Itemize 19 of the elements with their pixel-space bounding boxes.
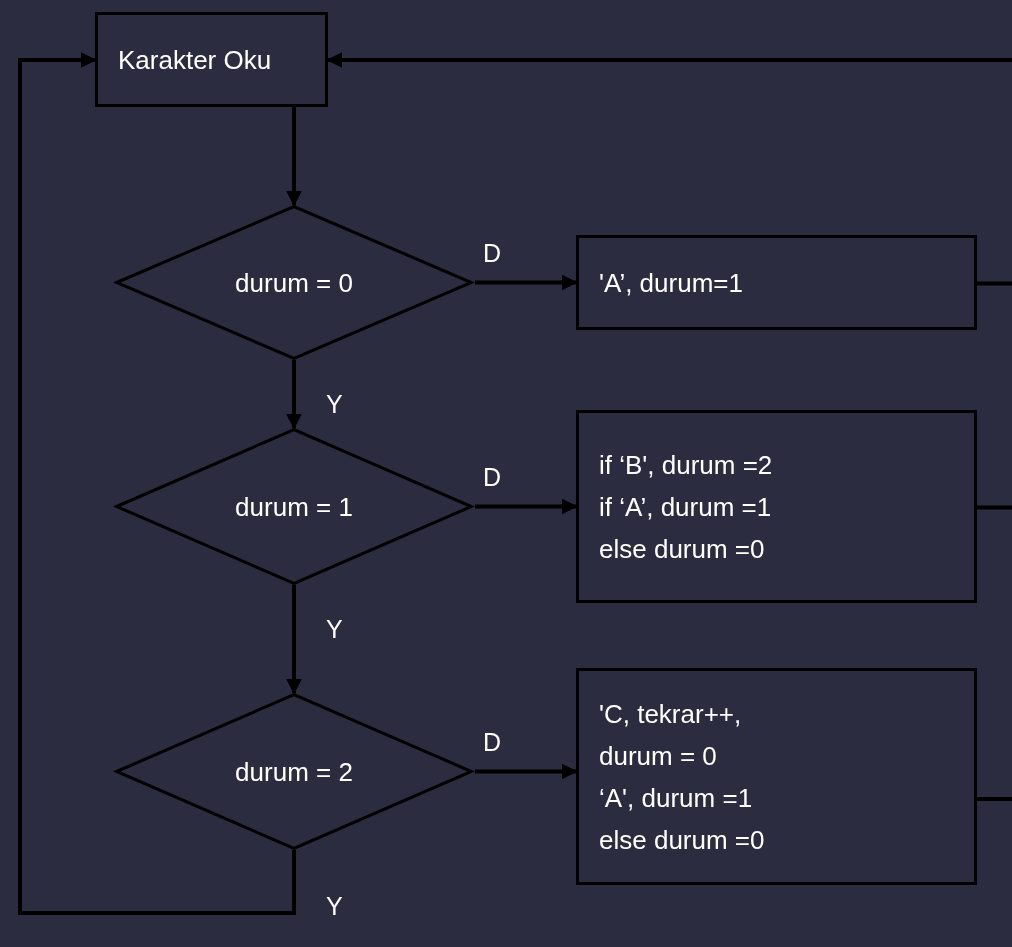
process-box (576, 235, 977, 330)
arrow (326, 52, 1012, 68)
arrow (286, 107, 302, 207)
process-box (95, 12, 328, 107)
arrow (18, 52, 296, 915)
node-text: 'C, tekrar++, durum = 0 ‘A', durum =1 else durum =0 (599, 697, 766, 857)
arrow (286, 585, 302, 695)
arrow (475, 498, 578, 515)
process-box (576, 410, 977, 603)
arrow (475, 763, 578, 780)
node-text: Karakter Oku (118, 43, 273, 77)
process-box (576, 668, 977, 885)
arrow (475, 274, 578, 291)
node-text: durum = 1 (234, 490, 354, 524)
node-text: durum = 0 (234, 266, 354, 300)
node-text: if ‘B', durum =2 if ‘A’, durum =1 else durum =0 (599, 448, 774, 566)
node-text: durum = 2 (234, 755, 354, 789)
arrow (286, 360, 302, 430)
node-text: 'A’, durum=1 (599, 266, 744, 300)
